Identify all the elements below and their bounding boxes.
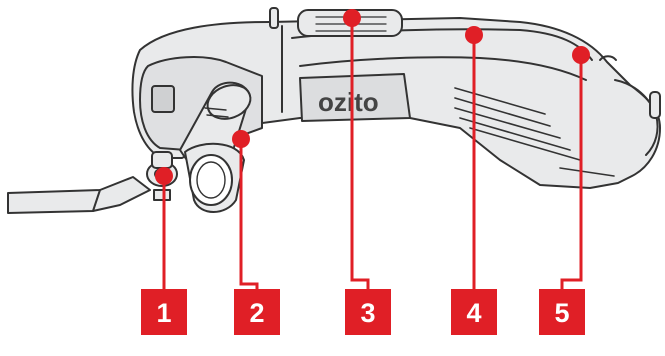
blade	[7, 176, 151, 214]
callout-box	[539, 289, 585, 335]
callout-3: 3	[343, 9, 391, 335]
callout-dot	[465, 26, 483, 44]
callout-box	[234, 289, 280, 335]
callout-dot	[343, 9, 361, 27]
callout-number: 2	[249, 298, 264, 328]
callout-number: 1	[156, 298, 171, 328]
callout-4: 4	[451, 26, 497, 335]
multi-tool-illustration	[7, 7, 661, 214]
callout-1: 1	[141, 167, 187, 335]
air-vents	[454, 87, 615, 177]
callout-2: 2	[232, 130, 280, 335]
callout-dot	[572, 46, 590, 64]
callout-box	[345, 289, 391, 335]
callout-dot	[232, 130, 250, 148]
callout-box	[451, 289, 497, 335]
callout-dot	[155, 167, 173, 185]
callout-number: 3	[360, 298, 375, 328]
callout-number: 5	[554, 298, 569, 328]
callout-box	[141, 289, 187, 335]
brand-logo: ozito	[318, 87, 379, 117]
callout-number: 4	[466, 298, 481, 328]
callout-5: 5	[539, 46, 590, 335]
